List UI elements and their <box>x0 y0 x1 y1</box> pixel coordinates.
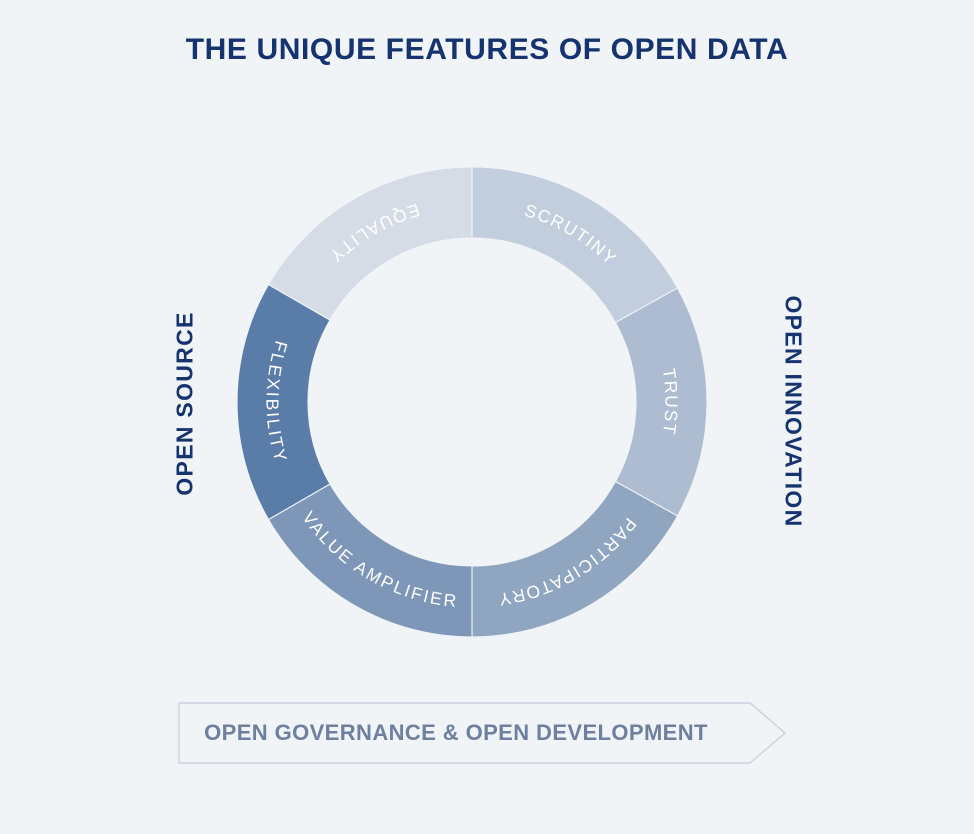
group-label-open-source: OPEN SOURCE <box>171 311 198 496</box>
donut-segment-participatory[interactable] <box>471 480 679 638</box>
arrow-polygon <box>178 702 786 764</box>
donut-segment-scrutiny[interactable] <box>471 166 679 324</box>
donut-segment-value-amplifier[interactable] <box>267 483 473 638</box>
banner-arrow-shape <box>178 702 786 764</box>
bottom-banner: OPEN GOVERNANCE & OPEN DEVELOPMENT <box>178 702 786 764</box>
donut-label-trust: TRUST <box>659 367 682 437</box>
donut-segment-equality[interactable] <box>267 166 473 321</box>
donut-segment-trust[interactable] <box>614 287 708 517</box>
donut-segment-group <box>236 166 708 638</box>
page-title: THE UNIQUE FEATURES OF OPEN DATA <box>185 33 789 66</box>
group-label-open-innovation: OPEN INNOVATION <box>780 295 807 528</box>
donut-segment-flexibility[interactable] <box>236 283 331 521</box>
banner-label: OPEN GOVERNANCE & OPEN DEVELOPMENT <box>204 720 708 745</box>
